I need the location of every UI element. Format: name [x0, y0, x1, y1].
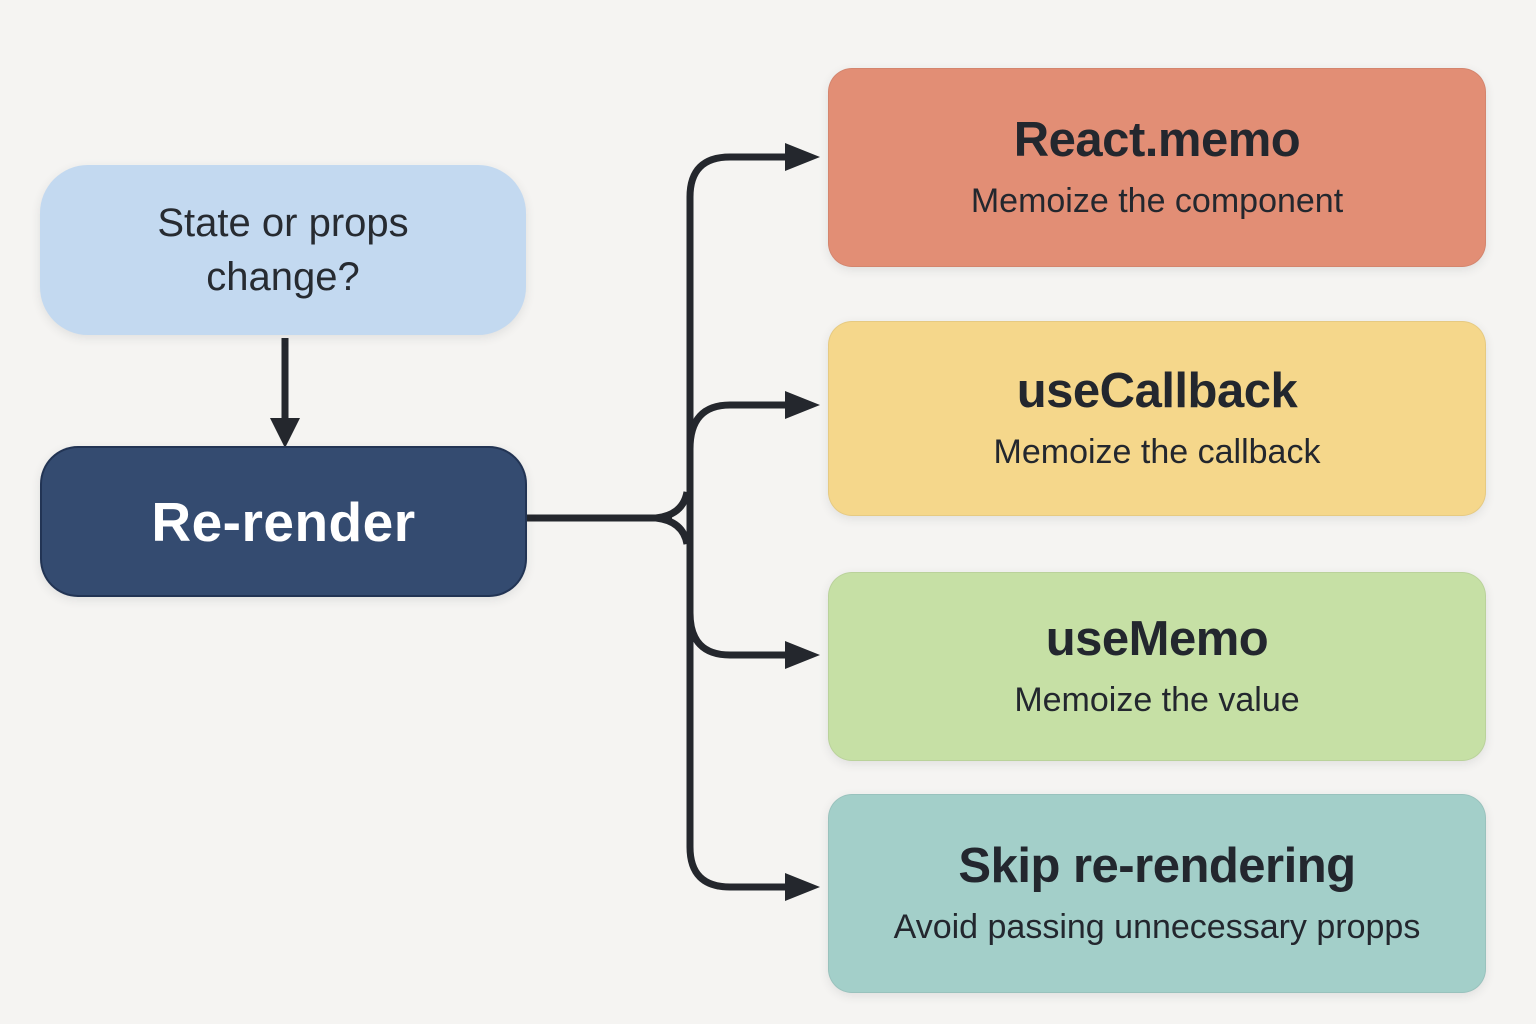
skip-rerendering-title: Skip re-rendering [958, 839, 1356, 893]
arrowhead-react-memo-icon [785, 143, 820, 171]
use-callback-subtitle: Memoize the callback [993, 432, 1321, 471]
branch-line-use-callback [686, 401, 786, 450]
node-use-memo: useMemo Memoize the value [828, 572, 1486, 761]
node-state-props-change: State or props change? [40, 165, 526, 335]
stem-fillet-down [655, 514, 691, 545]
branch-line-react-memo [686, 153, 786, 518]
node-use-callback: useCallback Memoize the callback [828, 321, 1486, 516]
use-memo-subtitle: Memoize the value [1014, 680, 1300, 719]
branch-line-use-memo [686, 612, 786, 659]
arrowhead-use-callback-icon [785, 391, 820, 419]
react-memo-subtitle: Memoize the component [970, 181, 1344, 220]
node-state-props-change-label: State or props change? [157, 196, 408, 304]
node-re-render: Re-render [40, 446, 527, 597]
re-render-label: Re-render [151, 490, 416, 553]
arrowhead-use-memo-icon [785, 641, 820, 669]
react-memo-title: React.memo [1013, 113, 1301, 167]
start-label-line2: change? [206, 255, 360, 299]
node-react-memo: React.memo Memoize the component [828, 68, 1486, 267]
arrowhead-skip-rerendering-icon [785, 873, 820, 901]
skip-rerendering-subtitle: Avoid passing unnecessary propps [893, 907, 1421, 946]
use-memo-title: useMemo [1045, 612, 1269, 666]
start-label-line1: State or props [157, 201, 409, 245]
branch-line-skip-rerendering [686, 518, 786, 891]
use-callback-title: useCallback [1016, 364, 1298, 418]
node-skip-rerendering: Skip re-rendering Avoid passing unnecess… [828, 794, 1486, 993]
stem-fillet-up [655, 491, 691, 522]
down-arrowhead-icon [270, 418, 300, 448]
